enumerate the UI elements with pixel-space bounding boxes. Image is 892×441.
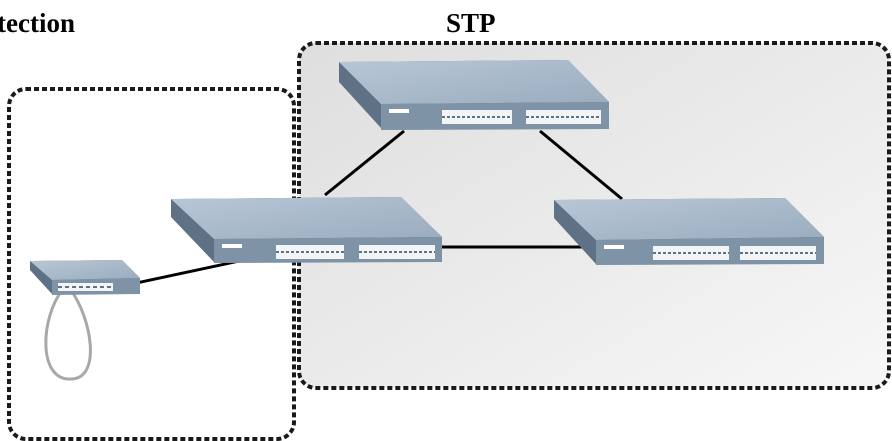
network-switch-icon	[171, 197, 442, 263]
stp-heading: STP	[446, 8, 496, 38]
loop-detection-heading: tection	[0, 8, 75, 38]
link-top-right	[539, 129, 623, 201]
looped-cable-icon	[44, 288, 92, 381]
network-switch-icon	[339, 60, 609, 130]
network-switch-icon	[30, 260, 140, 295]
loop-detection-region	[7, 87, 296, 441]
network-switch-icon	[554, 198, 824, 265]
link-left-top	[324, 129, 405, 197]
